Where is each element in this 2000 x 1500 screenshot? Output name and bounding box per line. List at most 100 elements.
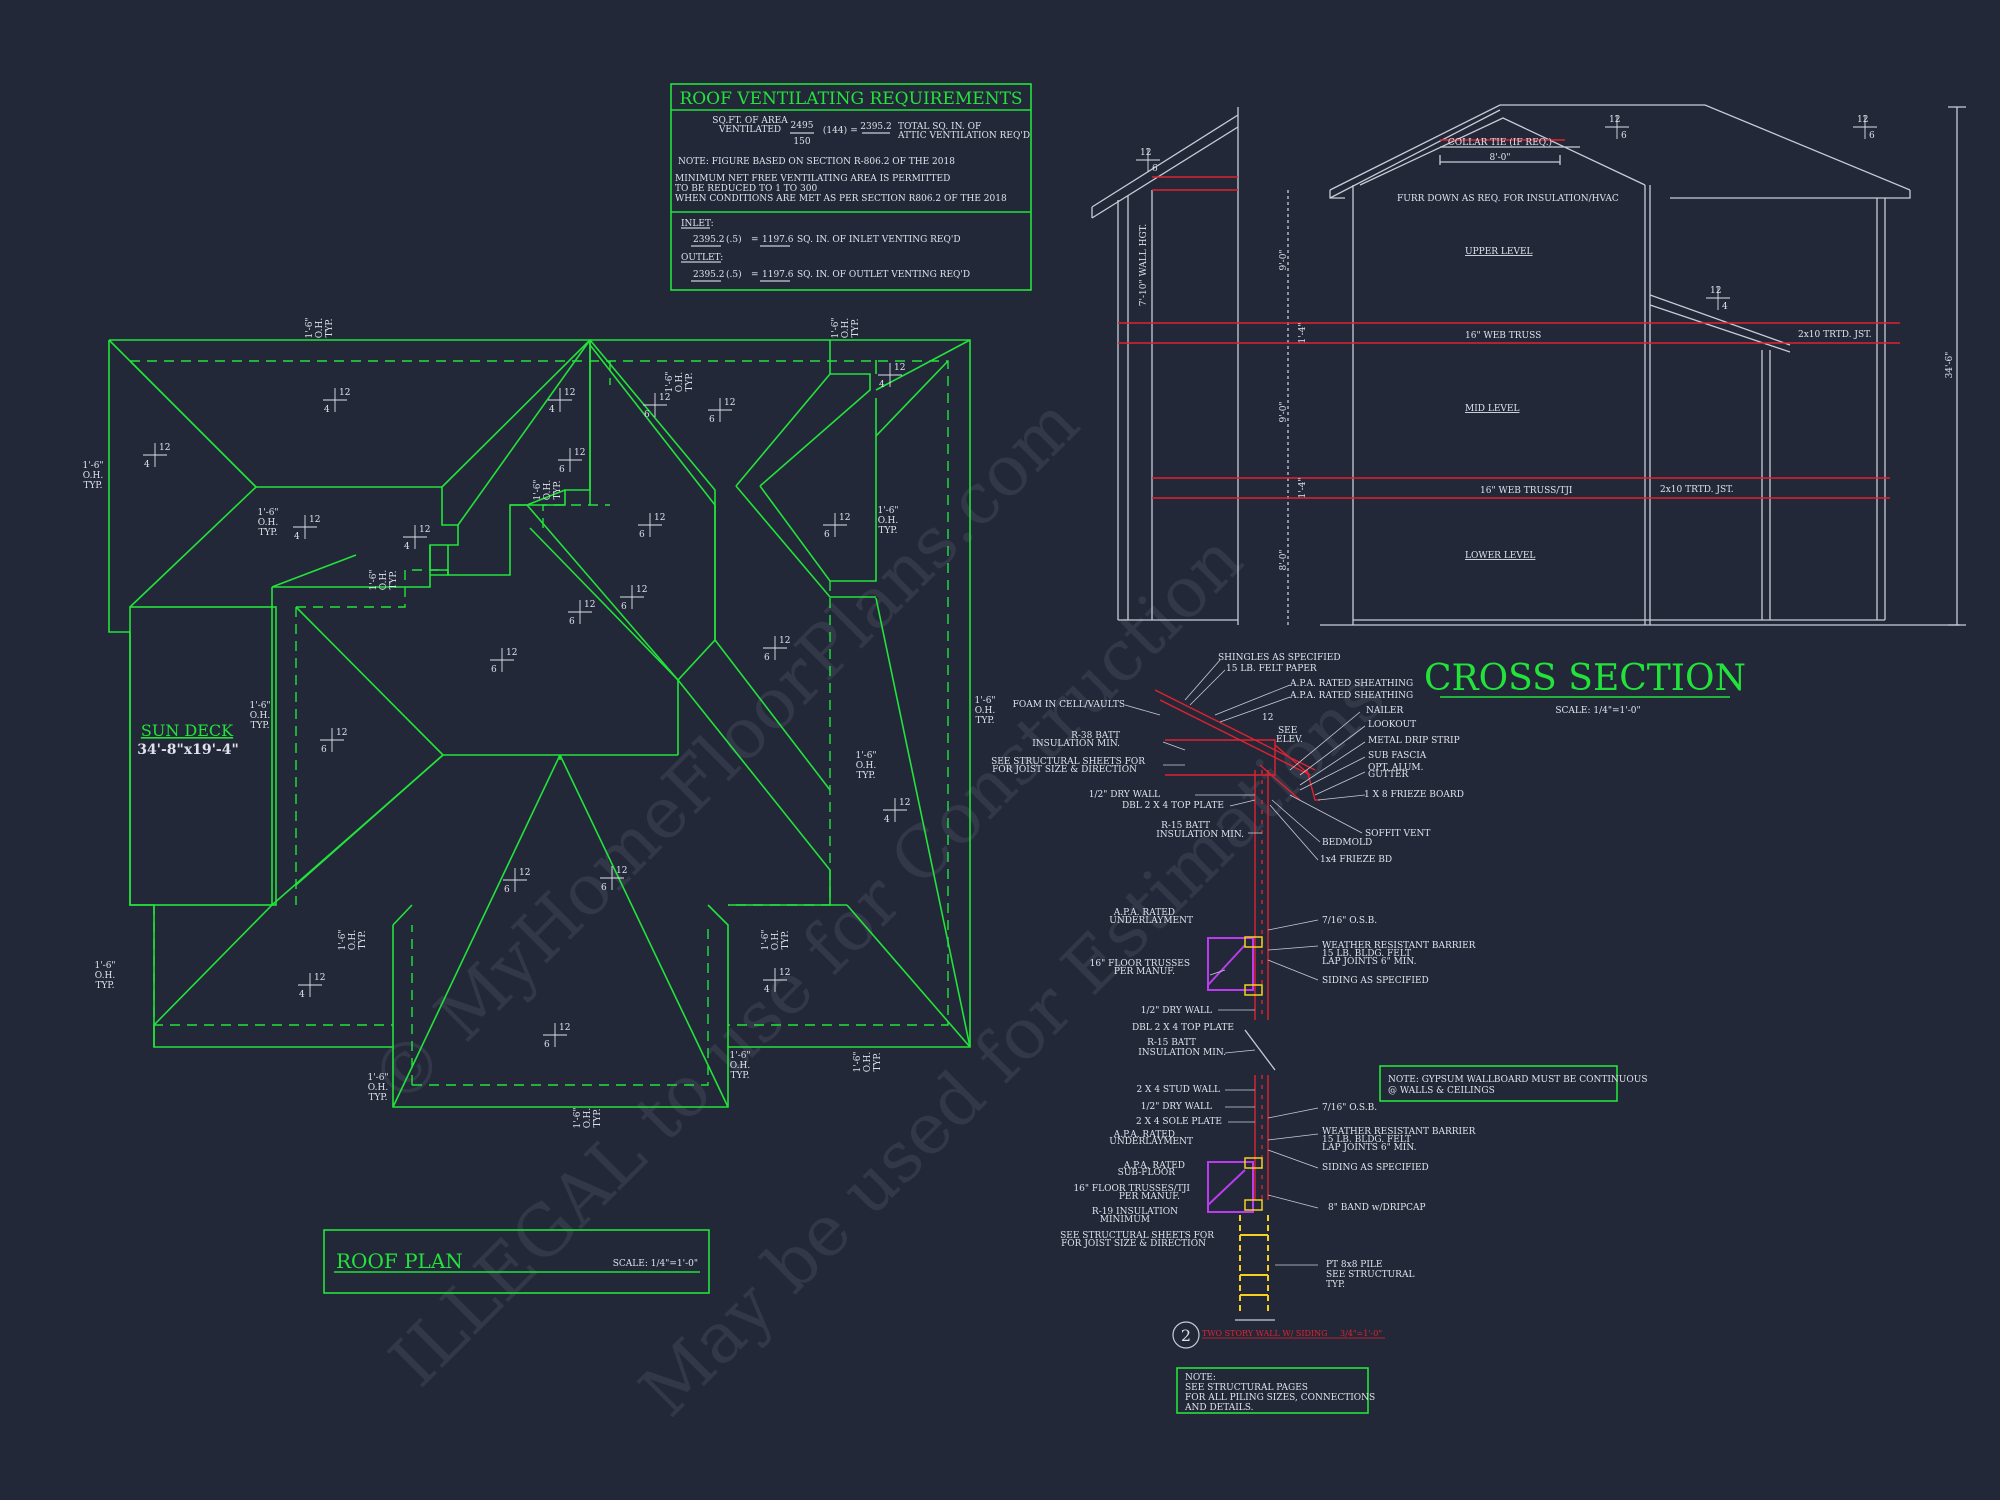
overhang-text: O.H. — [258, 518, 279, 528]
pitch-run: 6 — [639, 530, 645, 540]
overhang-text: TYP. — [368, 1093, 387, 1103]
cross-section-title-block: CROSS SECTION SCALE: 1/4"=1'-0" — [1424, 658, 1746, 716]
vent-sqft-label-2: VENTILATED — [718, 125, 781, 135]
detail-label: SEE STRUCTURAL — [1326, 1270, 1414, 1280]
detail-label: SEE STRUCTURAL SHEETS FOR — [1060, 1231, 1214, 1241]
vent-outlet-result: 1197.6 — [762, 270, 794, 280]
pitch-run: 6 — [321, 745, 327, 755]
gypsum-note-1: NOTE: GYPSUM WALLBOARD MUST BE CONTINUOU… — [1388, 1075, 1648, 1085]
overhang-text: 1'-6" — [533, 479, 543, 500]
pitch-run: 4 — [144, 460, 150, 470]
vent-total-label-2: ATTIC VENTILATION REQ'D — [897, 131, 1030, 141]
section-dim-8: 8'-0" — [1489, 153, 1510, 163]
pitch-rise: 12 — [314, 973, 325, 983]
section-total-height: 34'-6" — [1945, 352, 1955, 379]
roof-plan-title: ROOF PLAN — [336, 1249, 463, 1273]
section-dim-9b: 9'-0" — [1279, 401, 1289, 422]
pitch-symbol: 126 — [708, 398, 735, 425]
section-trtd-1: 2x10 TRTD. JST. — [1798, 330, 1872, 340]
detail-label: PER MANUF. — [1119, 1192, 1180, 1202]
vent-inlet-calc: 2395.2 — [693, 235, 725, 245]
detail-label: 7/16" O.S.B. — [1322, 1103, 1377, 1113]
pitch-run: 6 — [601, 883, 607, 893]
overhang-text: O.H. — [315, 318, 325, 339]
pitch-symbol: 126 — [638, 513, 665, 540]
vent-result: 2395.2 — [860, 122, 892, 132]
overhang-text: 1'-6" — [338, 929, 348, 950]
detail-label: SIDING AS SPECIFIED — [1322, 976, 1429, 986]
overhang-note: 1'-6"O.H.TYP. — [855, 751, 876, 781]
pitch-rise: 12 — [564, 388, 575, 398]
pitch-run: 4 — [884, 815, 890, 825]
vent-area: 2495 — [791, 121, 814, 131]
section-main — [1287, 104, 1966, 626]
detail-label: FOR JOIST SIZE & DIRECTION — [1061, 1239, 1206, 1249]
section-floor-lines — [1118, 139, 1900, 499]
see-elev: ELEV. — [1276, 735, 1303, 745]
overhang-text: TYP. — [553, 480, 563, 499]
detail-label: 2 X 4 SOLE PLATE — [1136, 1117, 1222, 1127]
overhang-note: 1'-6"O.H.TYP. — [533, 479, 563, 500]
overhang-text: 1'-6" — [665, 371, 675, 392]
vent-note-4: WHEN CONDITIONS ARE MET AS PER SECTION R… — [675, 194, 1007, 204]
detail-label: METAL DRIP STRIP — [1368, 736, 1460, 746]
pitch-symbol: 124 — [548, 388, 575, 415]
overhang-note: 1'-6"O.H.TYP. — [249, 701, 270, 731]
vent-inlet-text: SQ. IN. OF INLET VENTING REQ'D — [797, 235, 961, 245]
detail-label: NAILER — [1366, 706, 1403, 716]
section-mid-level: MID LEVEL — [1465, 404, 1519, 414]
overhang-text: 1'-6" — [877, 506, 898, 516]
overhang-text: O.H. — [675, 372, 685, 393]
overhang-text: TYP. — [250, 721, 269, 731]
detail-title: TWO STORY WALL W/ SIDING — [1202, 1329, 1327, 1338]
pitch-run: 6 — [1152, 164, 1158, 174]
cross-section: FURR DOWN AS REQ. FOR INSULATION/HVAC UP… — [1091, 104, 1966, 626]
detail-label: 7/16" O.S.B. — [1322, 916, 1377, 926]
detail-label: SUB FASCIA — [1368, 751, 1427, 761]
pitch-run: 6 — [621, 602, 627, 612]
pitch-rise: 12 — [779, 636, 790, 646]
detail-label: A.P.A. RATED — [1113, 908, 1175, 918]
pitch-symbol: 126 — [823, 513, 850, 540]
overhang-text: TYP. — [851, 318, 861, 337]
detail-label: LAP JOINTS 6" MIN. — [1322, 1143, 1417, 1153]
pitch-symbol: 12 6 — [620, 585, 647, 612]
overhang-text: O.H. — [975, 706, 996, 716]
section-furr: FURR DOWN AS REQ. FOR INSULATION/HVAC — [1397, 194, 1619, 204]
overhang-note: 1'-6"O.H.TYP. — [831, 317, 861, 338]
overhang-note: 1'-6"O.H.TYP. — [305, 317, 335, 338]
detail-label: R-38 BATT — [1071, 731, 1120, 741]
overhang-note: 1'-6"O.H.TYP. — [573, 1107, 603, 1128]
pitch-rise: 12 — [419, 525, 430, 535]
overhang-text: 1'-6" — [369, 569, 379, 590]
pitch-rise: 12 — [779, 968, 790, 978]
pitch-rise: 12 — [636, 585, 647, 595]
pitch-rise: 12 — [584, 600, 595, 610]
section-wall-ht: 7'-10" WALL HGT. — [1139, 224, 1149, 307]
pitch-symbol: 124 — [143, 443, 170, 470]
detail-label: SHINGLES AS SPECIFIED — [1218, 653, 1341, 663]
overhang-text: 1'-6" — [974, 696, 995, 706]
pitch-rise: 12 — [339, 388, 350, 398]
pitch-rise: 12 — [894, 363, 905, 373]
pitch-run: 6 — [1621, 131, 1627, 141]
pitch-symbol: 126 — [320, 728, 347, 755]
pitch-run: 4 — [404, 542, 410, 552]
overhang-text: 1'-6" — [305, 317, 315, 338]
pitch-symbol: 126 — [543, 1023, 570, 1050]
overhang-text: O.H. — [368, 1083, 389, 1093]
vent-note-2: MINIMUM NET FREE VENTILATING AREA IS PER… — [675, 174, 950, 184]
pitch-symbol: 124 — [323, 388, 350, 415]
overhang-text: TYP. — [975, 716, 994, 726]
detail-leaders — [1124, 659, 1366, 1266]
pitch-symbol: 126 — [558, 448, 585, 475]
bottom-note-line: SEE STRUCTURAL PAGES — [1185, 1383, 1308, 1393]
pitch-symbol: 124 — [883, 798, 910, 825]
overhang-text: 1'-6" — [855, 751, 876, 761]
overhang-text: O.H. — [878, 516, 899, 526]
vent-equals: = — [850, 126, 858, 136]
overhang-text: TYP. — [873, 1052, 883, 1071]
